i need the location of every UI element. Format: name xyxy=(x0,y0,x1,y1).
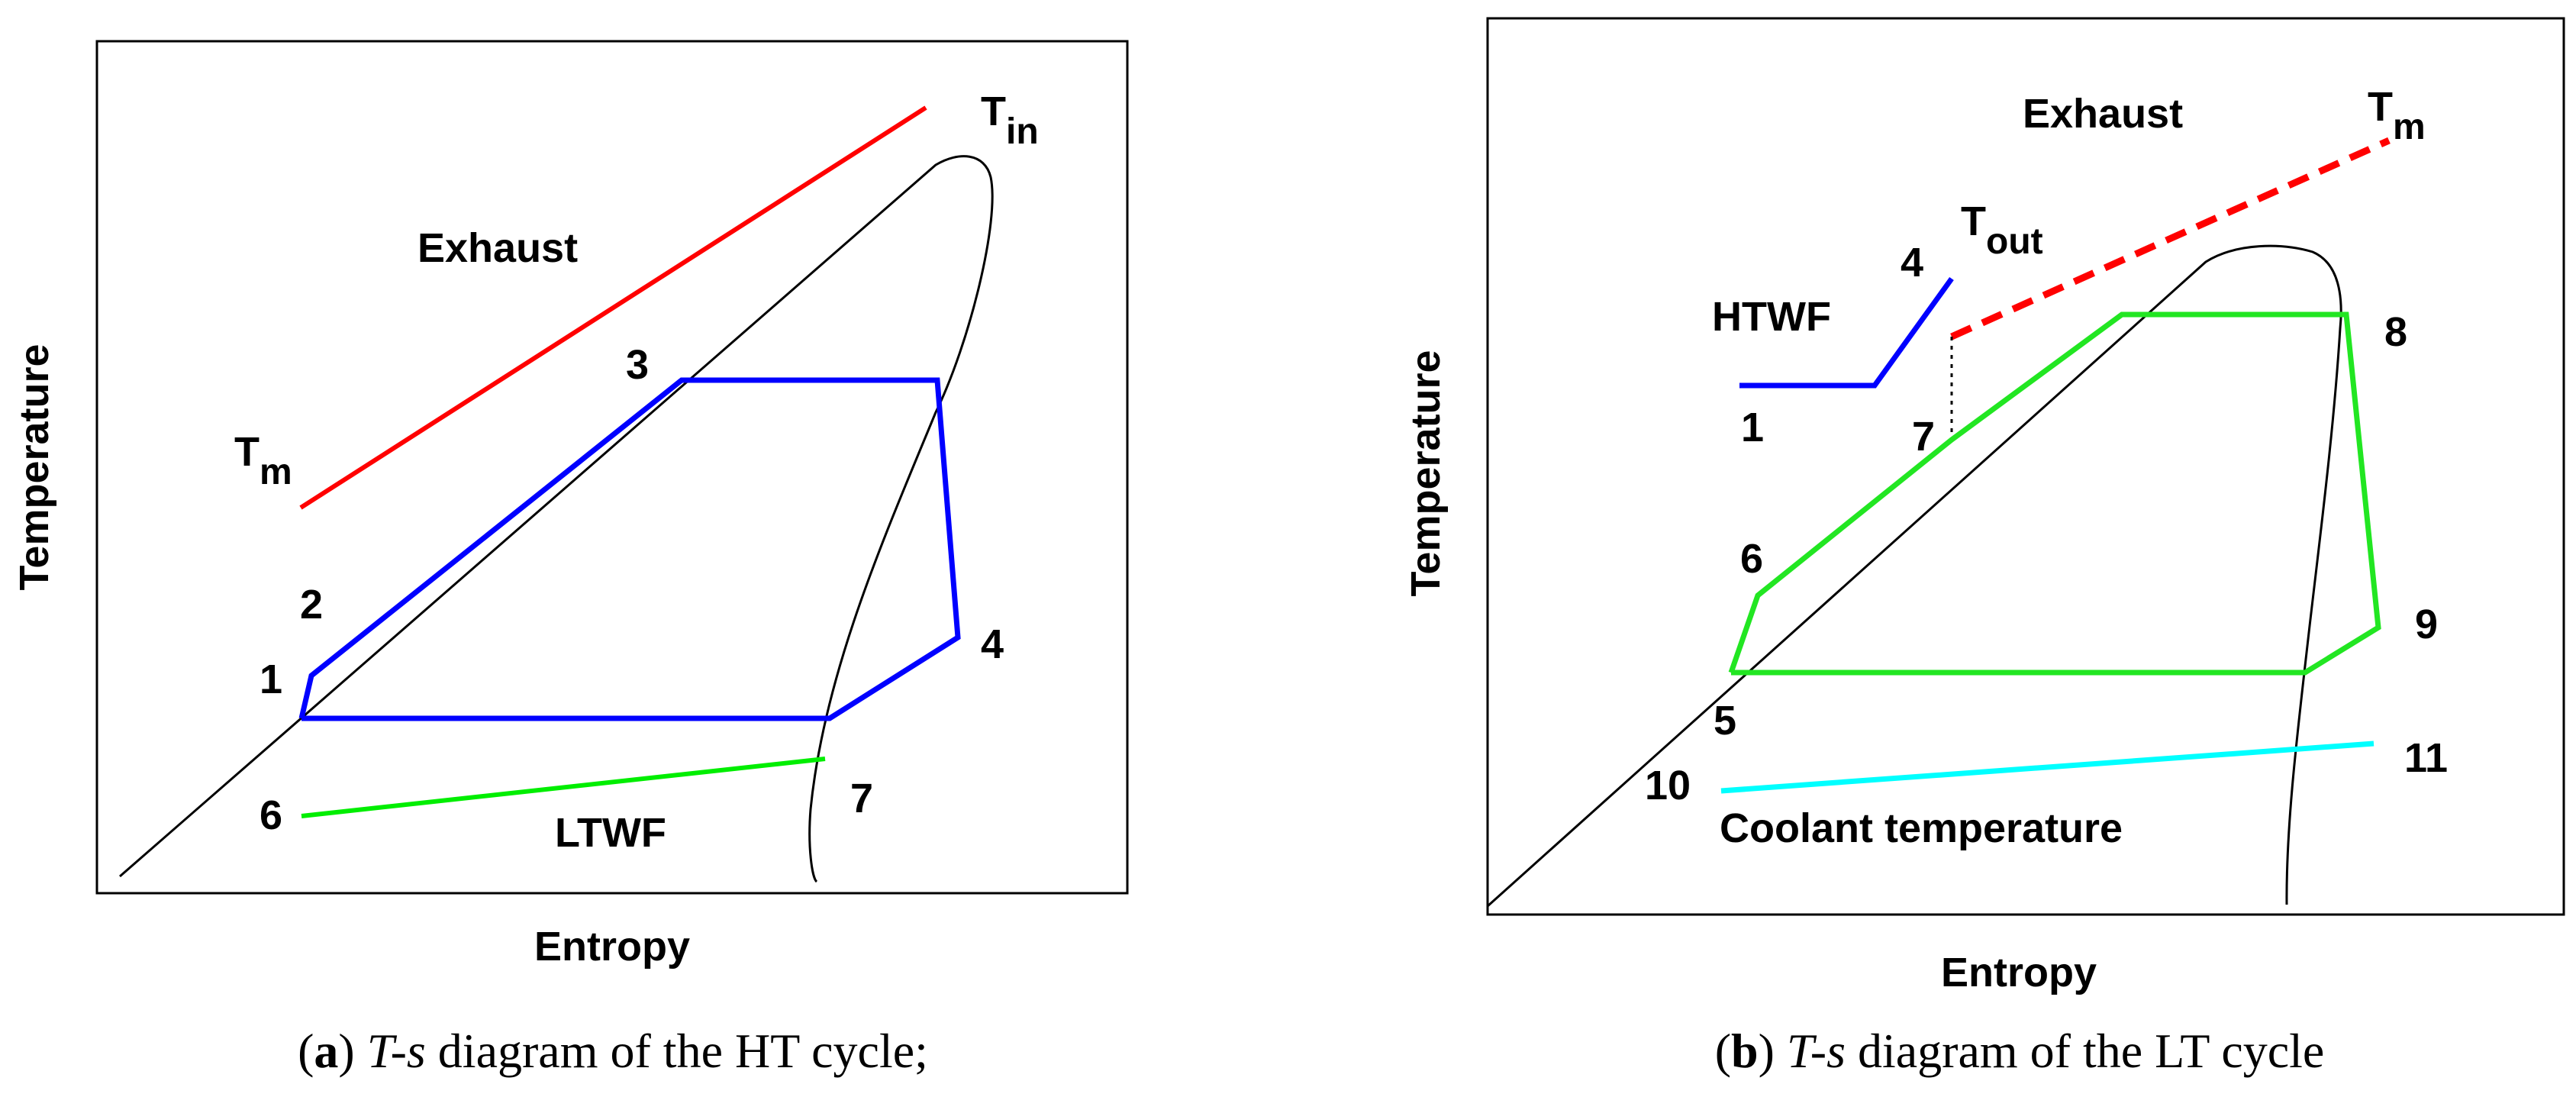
panel-b: Exhaust Tm Tout HTWF Coolant temperature… xyxy=(1403,17,2565,1078)
panel-a-tm-label: Tm xyxy=(234,429,292,492)
panel-b-htwf-label: HTWF xyxy=(1712,294,1831,340)
panel-b-coolant-label: Coolant temperature xyxy=(1720,805,2123,851)
panel-a-point-1: 1 xyxy=(260,657,282,702)
panel-a-point-2: 2 xyxy=(300,582,323,628)
panel-b-xlabel: Entropy xyxy=(1941,950,2097,995)
panel-a-ht-cycle xyxy=(298,377,961,721)
panel-b-point-4: 4 xyxy=(1901,240,1923,286)
panel-a-exhaust-label: Exhaust xyxy=(418,225,578,271)
panel-b-caption: (b) T-s diagram of the LT cycle xyxy=(1715,1024,2325,1078)
panel-a-point-6: 6 xyxy=(260,792,282,838)
panel-b-point-9: 9 xyxy=(2415,602,2438,647)
panel-b-point-6: 6 xyxy=(1740,536,1763,582)
panel-b-point-1: 1 xyxy=(1741,405,1764,450)
panel-b-point-5: 5 xyxy=(1714,698,1736,744)
panel-a-tin-label: Tin xyxy=(981,89,1039,152)
panel-b-tout-label: Tout xyxy=(1961,198,2043,262)
panel-b-coolant-line xyxy=(1720,740,2374,794)
panel-a-frame xyxy=(95,40,1129,895)
panel-b-tm-label: Tm xyxy=(2368,84,2426,147)
panel-b-saturation-dome xyxy=(1486,244,2342,908)
panel-b-frame xyxy=(1486,17,2565,916)
panel-b-point-8: 8 xyxy=(2384,309,2407,355)
panel-b-point-10: 10 xyxy=(1645,763,1691,808)
panel-a-ylabel: Temperature xyxy=(11,344,57,590)
panel-b-point-7: 7 xyxy=(1912,414,1935,460)
panel-a-caption: (a) T-s diagram of the HT cycle; xyxy=(298,1024,928,1078)
panel-a-ltwf-label: LTWF xyxy=(555,810,666,856)
panel-b-htwf-line xyxy=(1739,276,1954,389)
panel-a-point-4: 4 xyxy=(981,621,1004,667)
panel-b-exhaust-label: Exhaust xyxy=(2023,91,2183,137)
panel-a-point-3: 3 xyxy=(626,342,649,388)
panel-a-xlabel: Entropy xyxy=(534,924,690,970)
panel-a-ltwf-line xyxy=(301,757,826,818)
panel-b-ylabel: Temperature xyxy=(1403,350,1449,596)
panel-b-point-11: 11 xyxy=(2404,735,2448,781)
panel-a-point-7: 7 xyxy=(850,776,873,821)
panel-a: Exhaust Tin Tm LTWF 1 2 3 4 6 7 Entropy … xyxy=(11,40,1129,1078)
panel-b-lt-cycle xyxy=(1728,311,2381,676)
panel-a-exhaust-line xyxy=(299,105,927,510)
panel-a-saturation-dome xyxy=(119,155,994,883)
panel-b-exhaust-line xyxy=(1950,137,2391,340)
